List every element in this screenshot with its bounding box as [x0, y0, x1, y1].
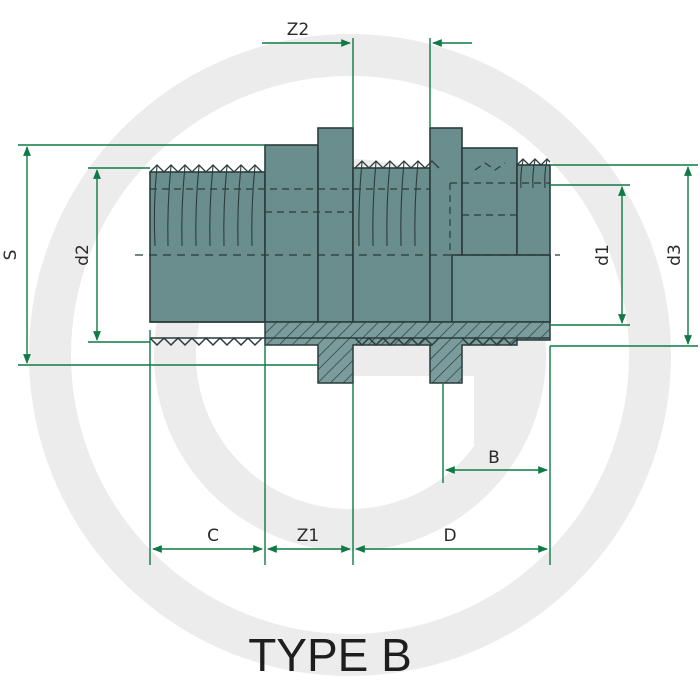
z1-label: Z1: [297, 526, 319, 546]
type-title: TYPE B: [248, 629, 412, 681]
d-label: D: [443, 526, 456, 546]
thread-crests-top: [149, 158, 551, 173]
fitting-body: [149, 127, 551, 323]
c-label: C: [207, 526, 219, 546]
s-label: S: [1, 250, 21, 261]
left-flange: [317, 127, 354, 323]
d3-label: d3: [665, 244, 685, 266]
middle-thread-section: [352, 167, 431, 323]
inner-bore: [451, 254, 551, 323]
section-lower-half: [149, 321, 551, 384]
left-thread-section: [149, 171, 266, 323]
dimension-lines: [18, 38, 698, 565]
d1-label: d1: [593, 244, 613, 266]
thread-helix-right: [520, 159, 548, 189]
thread-helix-left: [153, 165, 256, 247]
z2-label: Z2: [287, 20, 309, 40]
b-label: B: [488, 448, 500, 468]
hidden-lines: [150, 162, 550, 255]
thread-helix-middle: [358, 161, 419, 247]
left-hex-flat: [264, 144, 319, 323]
d2-label: d2: [73, 244, 93, 266]
